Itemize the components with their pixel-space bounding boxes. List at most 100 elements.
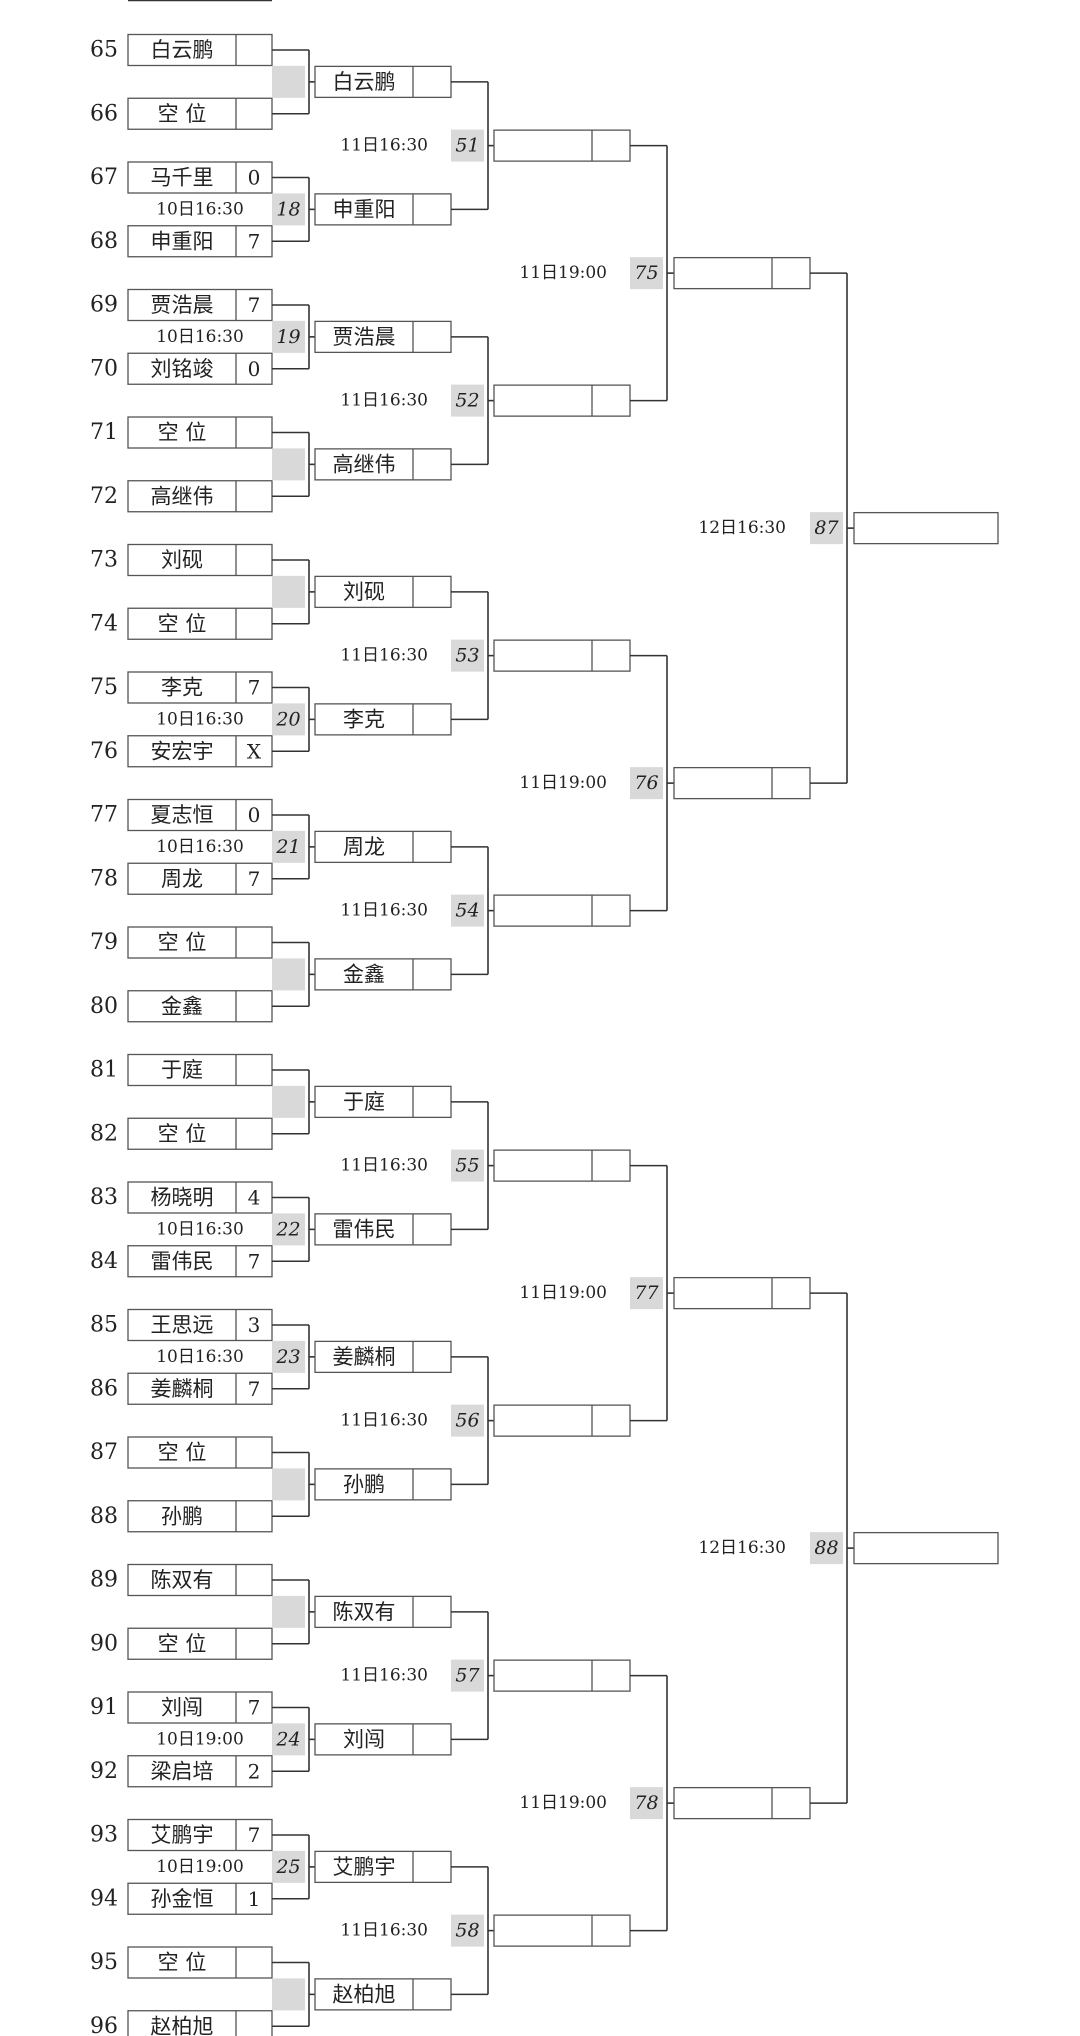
player-box xyxy=(127,1436,273,1469)
seed-number: 76 xyxy=(90,739,118,764)
match-time: 10日19:00 xyxy=(156,1857,244,1877)
seed-number: 77 xyxy=(90,803,118,828)
player-score: 7 xyxy=(248,1823,261,1847)
player-score: 3 xyxy=(248,1313,261,1337)
match-number-box xyxy=(272,1213,305,1246)
player-box xyxy=(127,288,273,322)
player-box xyxy=(493,894,631,927)
player-name: 刘闯 xyxy=(343,1727,385,1751)
player-name: 白云鹏 xyxy=(151,38,214,62)
match-number-box xyxy=(810,1532,843,1565)
match-time: 10日16:30 xyxy=(156,1347,244,1367)
match-number-box xyxy=(272,1340,305,1373)
player-name: 夏志恒 xyxy=(151,803,214,827)
seed-number: 72 xyxy=(90,484,118,509)
player-box xyxy=(493,1404,631,1437)
player-name: 申重阳 xyxy=(333,197,396,221)
player-name: 孙鹏 xyxy=(161,1504,203,1528)
match-number: 56 xyxy=(455,1410,479,1432)
player-box xyxy=(127,1372,273,1405)
player-box xyxy=(493,384,631,417)
match-number: 51 xyxy=(455,135,479,157)
match-number: 20 xyxy=(275,708,300,730)
seed-number: 67 xyxy=(90,165,118,190)
seed-number: 82 xyxy=(90,1121,118,1146)
match-time: 11日16:30 xyxy=(340,1156,428,1176)
seed-number: 81 xyxy=(90,1058,118,1083)
seed-number: 68 xyxy=(90,229,118,254)
match-number: 24 xyxy=(275,1728,300,1750)
match-number-box xyxy=(451,384,484,417)
match-number-box xyxy=(630,767,663,800)
match-number: 57 xyxy=(455,1665,480,1687)
seed-number: 75 xyxy=(90,675,118,700)
match-number: 54 xyxy=(455,900,479,922)
seed-number: 92 xyxy=(90,1759,118,1784)
player-name: 空 位 xyxy=(158,931,207,955)
player-name: 安宏宇 xyxy=(151,739,214,763)
seed-number: 95 xyxy=(90,1950,118,1975)
player-score: 7 xyxy=(248,1377,261,1401)
match-time: 11日16:30 xyxy=(340,646,428,666)
player-name: 刘砚 xyxy=(343,580,385,604)
player-name: 高继伟 xyxy=(333,452,396,476)
player-box xyxy=(314,703,452,736)
match-number-box xyxy=(272,65,305,98)
player-box xyxy=(314,1468,452,1501)
player-name: 刘砚 xyxy=(161,548,203,572)
seed-number: 94 xyxy=(90,1886,118,1911)
player-box xyxy=(127,607,273,640)
match-number: 77 xyxy=(634,1282,659,1304)
seed-number: 88 xyxy=(90,1504,118,1529)
player-box xyxy=(127,161,273,194)
match-number-box xyxy=(272,193,305,226)
player-score: 7 xyxy=(248,1249,261,1273)
match-number-box xyxy=(272,448,305,481)
winner-box xyxy=(853,511,999,545)
player-score: 7 xyxy=(248,229,261,253)
player-box xyxy=(493,1149,631,1182)
seed-number: 90 xyxy=(90,1631,118,1656)
player-name: 陈双有 xyxy=(151,1568,214,1592)
player-box xyxy=(493,1914,631,1947)
player-name: 刘铭竣 xyxy=(151,357,214,381)
player-box xyxy=(127,480,273,513)
match-time: 11日16:30 xyxy=(340,1411,428,1431)
seed-number: 93 xyxy=(90,1823,118,1848)
player-name: 空 位 xyxy=(158,102,207,126)
match-time: 12日16:30 xyxy=(698,1538,786,1558)
match-number: 87 xyxy=(814,517,839,539)
match-number-box xyxy=(451,1659,484,1692)
player-box xyxy=(314,448,452,481)
seed-number: 87 xyxy=(90,1440,118,1465)
player-box xyxy=(127,1053,273,1087)
player-box xyxy=(673,766,811,800)
match-number-box xyxy=(272,320,305,353)
seed-number: 78 xyxy=(90,866,118,891)
match-number: 88 xyxy=(814,1537,838,1559)
match-number-box xyxy=(630,1787,663,1820)
seed-number: 86 xyxy=(90,1376,118,1401)
player-name: 金鑫 xyxy=(161,994,203,1018)
match-number: 76 xyxy=(634,772,658,794)
seed-number: 91 xyxy=(90,1695,118,1720)
player-name: 孙金恒 xyxy=(151,1887,214,1911)
player-name: 孙鹏 xyxy=(343,1472,385,1496)
player-score: 0 xyxy=(248,166,261,190)
match-number-box xyxy=(451,894,484,927)
player-box xyxy=(493,639,631,672)
player-box xyxy=(127,1308,273,1342)
match-number-box xyxy=(630,1277,663,1310)
player-name: 空 位 xyxy=(158,1441,207,1465)
player-name: 空 位 xyxy=(158,1951,207,1975)
player-name: 姜麟桐 xyxy=(333,1345,396,1369)
player-box xyxy=(127,798,273,832)
match-time: 11日16:30 xyxy=(340,136,428,156)
player-box xyxy=(127,543,273,577)
player-name: 空 位 xyxy=(158,612,207,636)
player-box xyxy=(127,671,273,704)
match-time: 11日19:00 xyxy=(519,263,607,283)
player-box xyxy=(314,320,452,354)
player-name: 马千里 xyxy=(151,166,214,190)
